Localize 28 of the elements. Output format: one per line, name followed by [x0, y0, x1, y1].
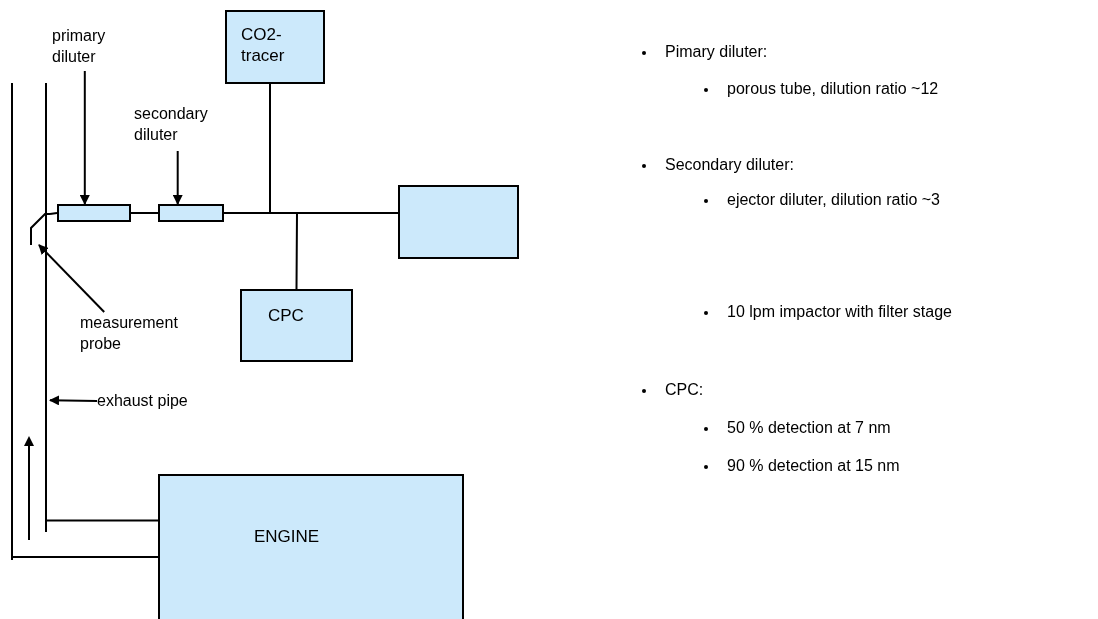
callout-label: secondary diluter — [134, 103, 229, 151]
bullet-text: ejector diluter, dilution ratio ~3 — [727, 190, 940, 210]
bullet-text: porous tube, dilution ratio ~12 — [727, 79, 939, 99]
callout-label: primary diluter — [52, 25, 132, 71]
leader-arrow — [49, 395, 98, 406]
bullet-text: Secondary diluter: — [665, 155, 794, 175]
exhaust-pipe — [10, 83, 50, 560]
instrument-box: ENGINE — [158, 474, 464, 619]
pipe-line — [11, 519, 159, 558]
callout-label: exhaust pipe — [97, 390, 207, 412]
diluter-tube — [158, 204, 224, 222]
bullet-text: CPC: — [665, 380, 704, 400]
bullet-text: 90 % detection at 15 nm — [727, 456, 900, 476]
pipe-line — [223, 212, 298, 290]
bullet-text: 10 lpm impactor with filter stage — [727, 302, 952, 322]
leader-arrow — [79, 70, 90, 205]
bullet-text: Pimary diluter: — [665, 42, 768, 62]
probe-tube — [28, 212, 50, 245]
instrument-box: CPC — [240, 289, 353, 362]
bullet-text: 50 % detection at 7 nm — [727, 418, 891, 438]
pipe-line — [49, 212, 58, 215]
instrument-box: CO2- tracer — [225, 10, 325, 84]
diluter-tube — [57, 204, 131, 222]
leader-arrow — [38, 244, 106, 313]
leader-arrow — [172, 150, 183, 205]
instrument-box — [398, 185, 519, 259]
pipe-line — [130, 212, 159, 214]
callout-label: measurement probe — [80, 312, 190, 362]
